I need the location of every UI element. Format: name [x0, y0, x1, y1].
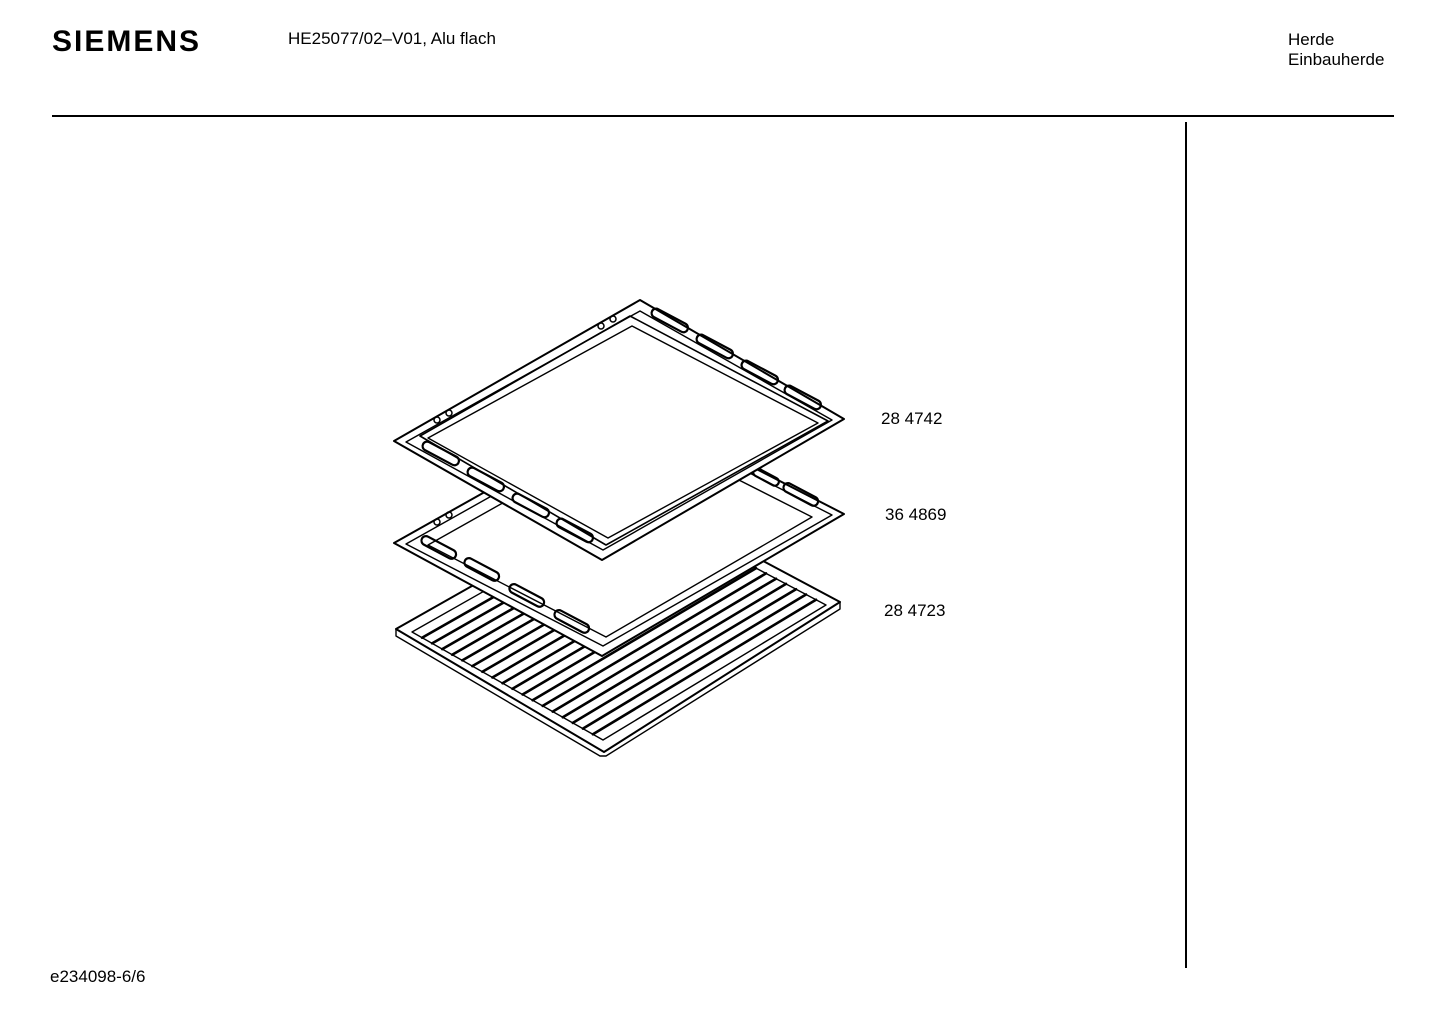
- baking-tray-slots: [421, 307, 823, 544]
- baking-tray-rim: [393, 299, 845, 561]
- baking-tray-wall: [419, 315, 829, 546]
- baking-tray-drawing: [393, 299, 845, 561]
- model-number: HE25077/02–V01, Alu flach: [288, 29, 496, 48]
- category-line-1: Herde: [1288, 30, 1335, 49]
- wire-rack-bar: [591, 598, 818, 736]
- wire-rack-front-lip: [395, 601, 841, 757]
- baking-tray-holes: [433, 315, 617, 424]
- universal-pan-slots: [420, 467, 820, 634]
- baking-tray-floor: [427, 325, 819, 539]
- wire-rack-bar: [561, 582, 788, 719]
- wire-rack-bar: [541, 572, 768, 708]
- brand-logo: SIEMENS: [52, 25, 202, 58]
- wire-rack-bar: [581, 593, 808, 730]
- wire-rack-bar: [571, 587, 798, 725]
- wire-rack-bar: [531, 566, 758, 702]
- part-number-universal-pan: 36 4869: [885, 505, 947, 524]
- wire-rack-bar: [551, 577, 778, 713]
- universal-pan-holes: [433, 511, 453, 526]
- category: Herde Einbauherde: [1288, 30, 1384, 70]
- part-number-wire-rack: 28 4723: [884, 601, 946, 620]
- category-line-2: Einbauherde: [1288, 50, 1385, 69]
- part-number-baking-tray: 28 4742: [881, 409, 943, 428]
- vertical-divider: [1185, 122, 1187, 968]
- page-reference: e234098-6/6: [50, 967, 146, 986]
- header-divider: [52, 115, 1394, 117]
